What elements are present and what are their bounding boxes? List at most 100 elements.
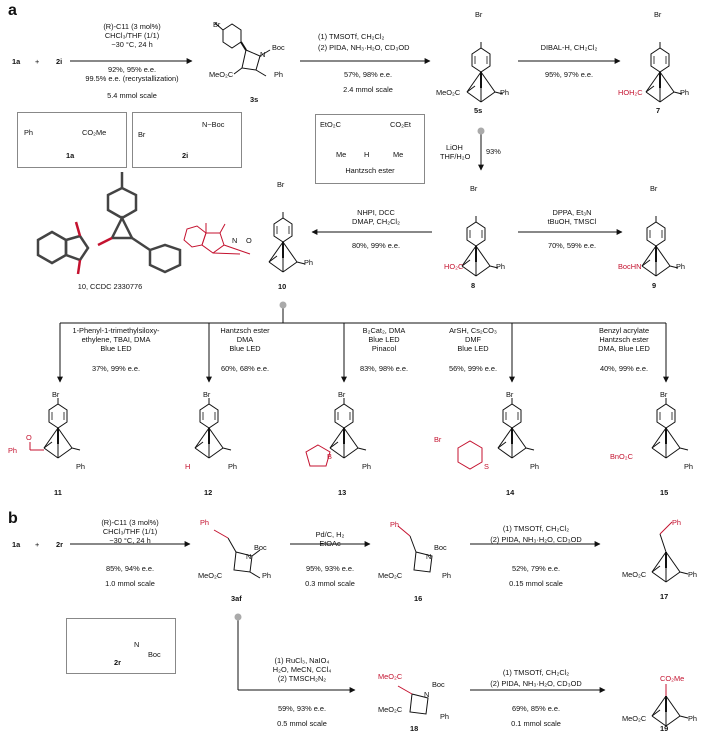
- 9-ph: Ph: [676, 262, 686, 271]
- 7-ph: Ph: [680, 88, 690, 97]
- label-9: 9: [652, 281, 657, 290]
- b-cond4-1: (1) RuCl₃, NaIO₄: [274, 656, 330, 665]
- 3af-n: N: [246, 552, 252, 561]
- 8-ph: Ph: [496, 262, 506, 271]
- structure-5s: [467, 42, 503, 102]
- b-cond5-2: (2) PIDA, NH₃·H₂O, CD₃OD: [490, 679, 582, 688]
- 16-n: N: [426, 552, 432, 561]
- plus-sign: +: [35, 57, 40, 66]
- 14-ph: Ph: [530, 462, 540, 471]
- crystal-structure-sketch: [36, 172, 182, 275]
- result-step2-2: 2.4 mmol scale: [343, 85, 393, 94]
- 9-br: Br: [650, 184, 658, 193]
- b-plus: +: [35, 540, 40, 549]
- cond-step1-2: CHCl₃/THF (1/1): [104, 31, 160, 40]
- structure-7: [646, 42, 682, 102]
- structure-3af: [213, 529, 261, 579]
- cond-8-9-2: tBuOH, TMSCl: [547, 217, 597, 226]
- 10-br: Br: [277, 180, 285, 189]
- label-16: 16: [414, 594, 423, 603]
- cond-12-2: DMA: [236, 335, 254, 344]
- cond-11-3: Blue LED: [100, 344, 132, 353]
- 16-boc: Boc: [434, 543, 447, 552]
- 3af-ph: Ph: [200, 518, 210, 527]
- cond-15-3: DMA, Blue LED: [598, 344, 650, 353]
- 3af-ph2: Ph: [262, 571, 272, 580]
- cond-13-3: Pinacol: [371, 344, 397, 353]
- 7-hoh2c: HOH₂C: [618, 88, 643, 97]
- 14-br-ring: Br: [434, 435, 442, 444]
- hantzsch-box: [315, 114, 425, 184]
- b-cond3-1: (1) TMSOTf, CH₂Cl₂: [502, 524, 570, 533]
- cond-12-3: Blue LED: [229, 344, 261, 353]
- structure-11: [44, 398, 80, 458]
- structure-3s: [214, 22, 271, 77]
- 3s-br: Br: [213, 20, 221, 29]
- result-14: 56%, 99% e.e.: [448, 364, 498, 373]
- cond-14-2: DMF: [464, 335, 481, 344]
- panel-label-b: b: [8, 510, 18, 527]
- hz-eto2c: EtO₂C: [320, 120, 341, 129]
- b-res2-2: 0.3 mmol scale: [305, 579, 355, 588]
- result-step2-1: 57%, 98% e.e.: [343, 70, 393, 79]
- 5s-br: Br: [475, 10, 483, 19]
- structure-18: [397, 685, 429, 715]
- structure-15: [652, 398, 688, 458]
- result-12: 60%, 68% e.e.: [220, 364, 270, 373]
- 10-n: N: [232, 236, 238, 245]
- b-cond1-1: (R)-C11 (3 mol%): [101, 518, 159, 527]
- 11-ph: Ph: [8, 446, 18, 455]
- 18-meo2c-top: MeO₂C: [378, 672, 403, 681]
- label-18: 18: [410, 724, 419, 733]
- b-res3-2: 0.15 mmol scale: [509, 579, 563, 588]
- label-14: 14: [506, 488, 515, 497]
- b-label-1a: 1a: [12, 540, 21, 549]
- 13-b: B: [327, 452, 332, 461]
- cond-11-1: 1-Phenyl-1-trimethylsiloxy-: [72, 326, 160, 335]
- 19-ph: Ph: [688, 714, 698, 723]
- 11-br: Br: [52, 390, 60, 399]
- result-step1-3: 5.4 mmol scale: [107, 91, 157, 100]
- 12-br: Br: [203, 390, 211, 399]
- 3af-meo2c: MeO₂C: [198, 571, 223, 580]
- structure-10: [269, 212, 305, 272]
- label-3s: 3s: [250, 95, 259, 104]
- phthalimide-group: [183, 223, 251, 255]
- 1a-label: 1a: [66, 151, 75, 160]
- cond-step2-2: (2) PIDA, NH₃·H₂O, CD₃OD: [318, 43, 410, 52]
- hz-co2et: CO₂Et: [390, 120, 411, 129]
- bpin-group: [305, 444, 331, 467]
- label-12: 12: [204, 488, 213, 497]
- cond-step2-1: (1) TMSOTf, CH₂Cl₂: [318, 32, 385, 41]
- 15-br: Br: [660, 390, 668, 399]
- 14-s: S: [484, 462, 489, 471]
- result-5s-8: 93%: [486, 147, 501, 156]
- cond-14-3: Blue LED: [457, 344, 489, 353]
- structure-9: [642, 216, 678, 276]
- label-8: 8: [471, 281, 476, 290]
- cond-15-1: Benzyl acrylate: [598, 326, 650, 335]
- result-15: 40%, 99% e.e.: [599, 364, 649, 373]
- b-cond4-2: H₂O, MeCN, CCl₄: [272, 665, 332, 674]
- result-step1-1: 92%, 95% e.e.: [107, 65, 157, 74]
- b-res3-1: 52%, 79% e.e.: [511, 564, 561, 573]
- xray-caption: 10, CCDC 2330776: [77, 282, 143, 291]
- 5s-meo2c: MeO₂C: [436, 88, 461, 97]
- cond-step1-3: −30 °C, 24 h: [111, 40, 153, 49]
- 18-boc: Boc: [432, 680, 445, 689]
- 17-ph2: Ph: [688, 570, 698, 579]
- b-res5-1: 69%, 85% e.e.: [511, 704, 561, 713]
- label-5s: 5s: [474, 106, 483, 115]
- cond-5s-8-2: THF/H₂O: [440, 152, 471, 161]
- 3s-n: N: [260, 50, 266, 59]
- 10-o: O: [246, 236, 252, 245]
- hz-nh: H: [364, 150, 370, 159]
- 12-ph: Ph: [228, 462, 238, 471]
- 15-bno2c: BnO₂C: [610, 452, 633, 461]
- 12-h: H: [185, 462, 191, 471]
- 8-br: Br: [470, 184, 478, 193]
- structure-14: [498, 398, 534, 458]
- b-res1-1: 85%, 94% e.e.: [105, 564, 155, 573]
- structure-16: [397, 525, 433, 573]
